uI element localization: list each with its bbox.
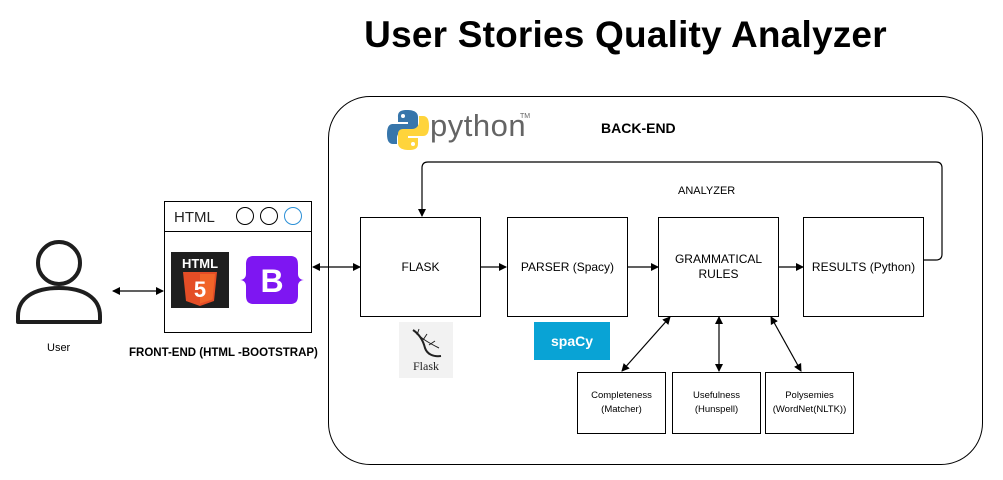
grammatical-rules-box: GRAMMATICAL RULES <box>658 217 779 317</box>
html5-logo-icon: HTML 5 <box>171 252 229 308</box>
browser-title-bar: HTML <box>165 202 311 232</box>
page-title: User Stories Quality Analyzer <box>364 14 887 55</box>
completeness-label: Completeness <box>591 390 652 401</box>
results-box: RESULTS (Python) <box>803 217 924 317</box>
backend-container <box>328 96 983 465</box>
polysemies-box: Polysemies (WordNet(NLTK)) <box>765 372 854 434</box>
flask-logo-icon: Flask <box>399 322 453 378</box>
usefulness-box: Usefulness (Hunspell) <box>672 372 761 434</box>
spacy-logo-text: spaCy <box>550 333 594 349</box>
polysemies-tool: (WordNet(NLTK)) <box>772 404 847 415</box>
analyzer-label: ANALYZER <box>678 185 736 197</box>
flask-box-label: FLASK <box>401 259 440 274</box>
window-button-icon <box>284 207 302 225</box>
parser-box: PARSER (Spacy) <box>507 217 628 317</box>
frontend-caption: FRONT-END (HTML -BOOTSTRAP) <box>129 347 318 359</box>
grammatical-rules-label-line1: GRAMMATICAL <box>674 252 763 266</box>
usefulness-label: Usefulness <box>693 390 740 401</box>
feedback-loop-arrow <box>418 161 943 261</box>
bootstrap-logo-text: B <box>260 263 283 299</box>
completeness-box: Completeness (Matcher) <box>577 372 666 434</box>
flask-box: FLASK <box>360 217 481 317</box>
parser-box-label: PARSER (Spacy) <box>520 259 615 274</box>
rules-completeness-arrow <box>621 316 671 372</box>
usefulness-tool: (Hunspell) <box>694 404 739 415</box>
completeness-tool: (Matcher) <box>601 404 642 415</box>
flask-logo-text: Flask <box>412 359 439 373</box>
window-button-icon <box>260 207 278 225</box>
bootstrap-logo-icon: B <box>240 256 304 304</box>
html5-logo-number: 5 <box>194 277 206 302</box>
browser-label: HTML <box>174 209 215 226</box>
grammatical-rules-label-line2: RULES <box>698 267 739 281</box>
polysemies-label: Polysemies <box>785 390 834 401</box>
python-logo-text: python <box>430 108 527 143</box>
python-tm: TM <box>520 113 531 120</box>
user-icon <box>16 240 102 324</box>
frontend-browser-window: HTML HTML 5 B <box>164 201 312 333</box>
results-box-label: RESULTS (Python) <box>811 259 916 274</box>
spacy-logo-icon: spaCy <box>534 322 610 360</box>
rules-polysemies-arrow <box>770 316 802 372</box>
window-button-icon <box>236 207 254 225</box>
python-logo-icon <box>387 110 429 150</box>
backend-label: BACK-END <box>601 120 676 136</box>
user-label: User <box>47 342 71 354</box>
html5-logo-text: HTML <box>182 256 218 271</box>
